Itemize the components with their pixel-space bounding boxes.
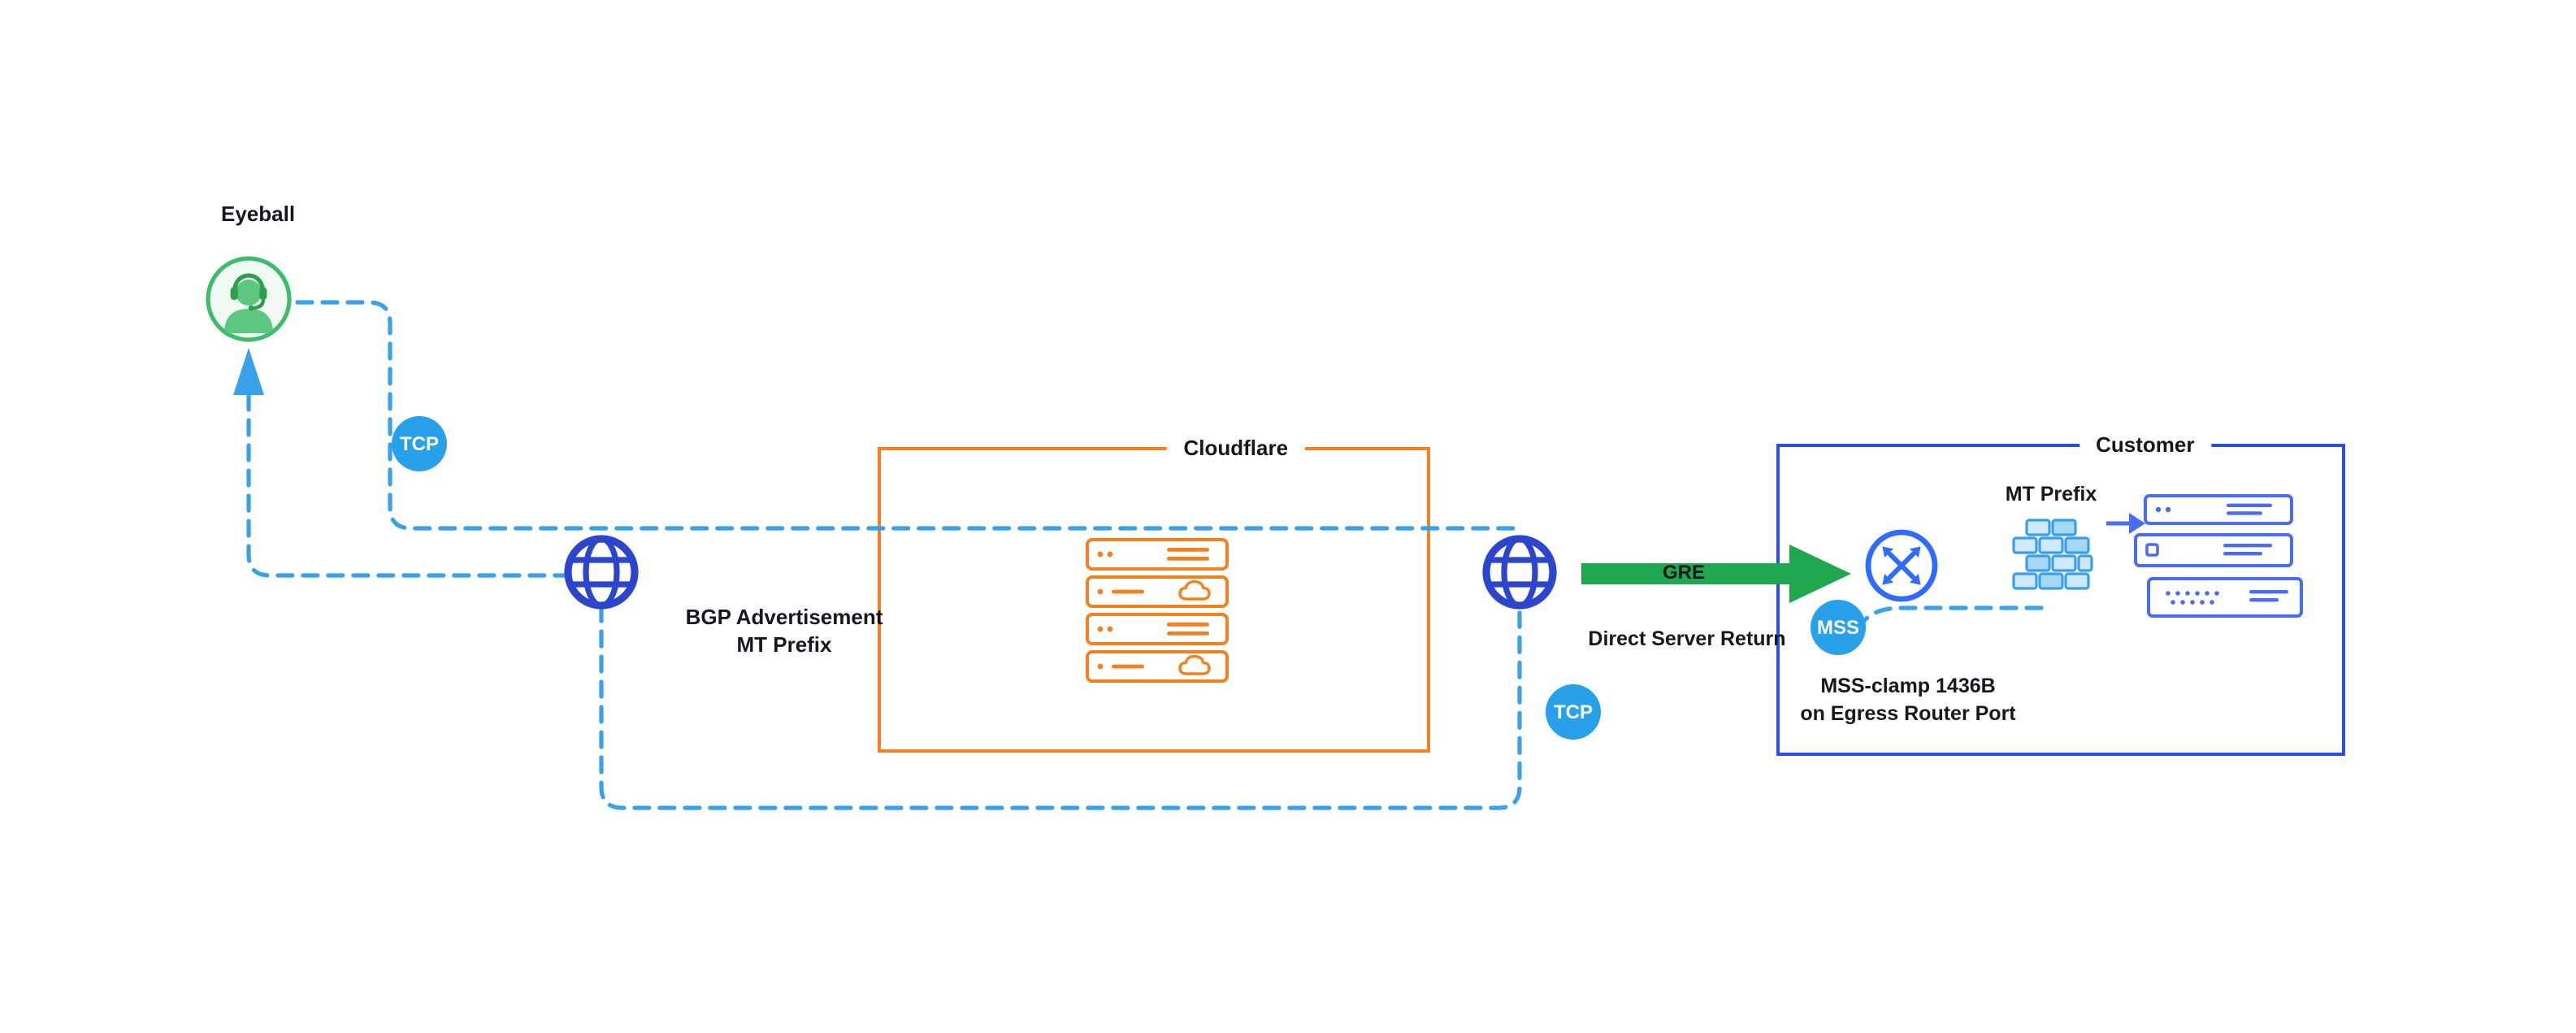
gre-label: GRE (1662, 561, 1705, 584)
mss-badge-text: MSS (1816, 616, 1859, 639)
return-path-internet-to-eyeball (246, 393, 591, 578)
mss-clamp-label: MSS-clamp 1436B on Egress Router Port (1773, 673, 2043, 728)
bgp-advertisement-line2: MT Prefix (736, 632, 832, 657)
cf-server-row-4-cloud (1086, 650, 1229, 683)
firewall-to-servers-arrowhead (2129, 513, 2145, 534)
mt-prefix-label: MT Prefix (2005, 483, 2097, 506)
mss-clamp-line2: on Egress Router Port (1800, 702, 2016, 725)
tcp-badge-left: TCP (392, 416, 447, 471)
customer-group-label: Customer (2079, 432, 2211, 457)
cf-server-row-3 (1086, 613, 1229, 645)
mss-clamp-line1: MSS-clamp 1436B (1820, 675, 1996, 697)
tcp-badge-left-text: TCP (400, 432, 439, 455)
bgp-advertisement-label: BGP Advertisement MT Prefix (642, 603, 926, 658)
internet-globe-icon-right (1482, 535, 1557, 610)
cf-server-row-1 (1086, 538, 1229, 571)
firewall-icon (2012, 519, 2093, 590)
customer-internal-path (1862, 605, 2044, 623)
customer-server-stack-icon (2134, 494, 2303, 618)
direct-server-return-loop (599, 604, 1522, 810)
mss-badge: MSS (1811, 600, 1866, 655)
up-arrowhead-to-eyeball (233, 348, 264, 395)
eyeball-user-icon (206, 256, 292, 342)
cloudflare-group-box: Cloudflare (878, 436, 1430, 753)
egress-router-icon (1865, 529, 1938, 602)
forward-path-eyeball-to-internet (295, 300, 1520, 531)
customer-server-3 (2147, 577, 2303, 618)
direct-server-return-label: Direct Server Return (1588, 627, 1786, 650)
internet-globe-icon-left (564, 535, 639, 610)
customer-server-2 (2134, 533, 2293, 567)
tcp-badge-bottom-text: TCP (1554, 701, 1593, 723)
customer-server-1 (2144, 494, 2293, 525)
customer-group-box: Customer (1776, 432, 2345, 756)
tcp-badge-bottom: TCP (1546, 684, 1601, 740)
gre-tunnel-arrow (1581, 545, 1851, 603)
cf-server-row-2-cloud (1086, 575, 1229, 608)
cloudflare-server-stack-icon (1086, 538, 1229, 683)
cloudflare-group-label: Cloudflare (1167, 436, 1305, 460)
eyeball-label: Eyeball (221, 202, 296, 226)
bgp-advertisement-line1: BGP Advertisement (685, 605, 883, 629)
